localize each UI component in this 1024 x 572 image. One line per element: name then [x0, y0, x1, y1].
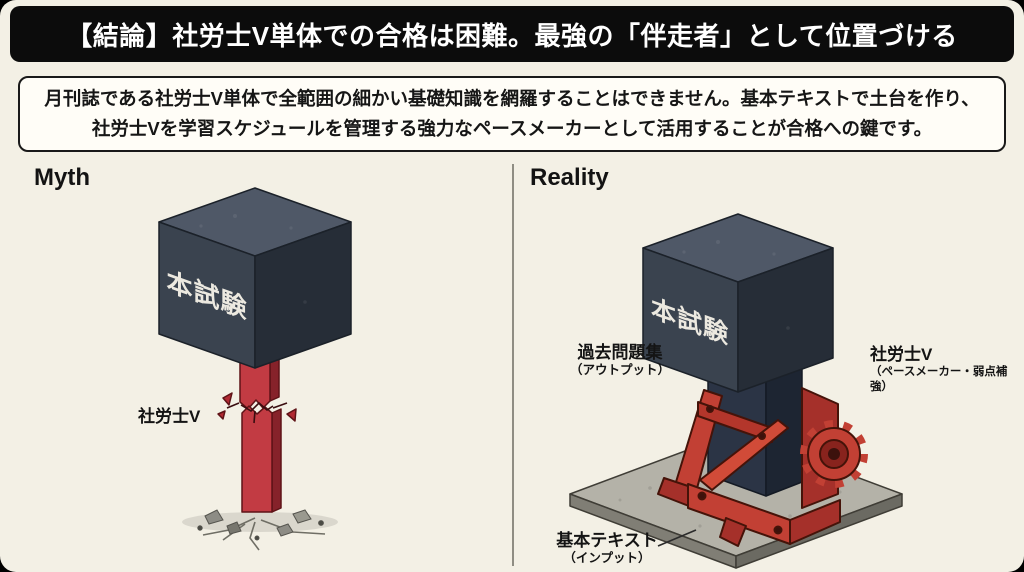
myth-pillar-label-text: 社労士V [138, 407, 201, 426]
header-bar: 【結論】社労士V単体での合格は困難。最強の「伴走者」として位置づける [10, 6, 1014, 62]
past-questions-title: 過去問題集 [577, 343, 663, 362]
myth-heading: Myth [34, 164, 90, 191]
sharoushi-v-label: 社労士V （ペースメーカー・弱点補強） [870, 344, 1020, 394]
past-questions-label: 過去問題集 （アウトプット） [556, 342, 684, 379]
reality-heading: Reality [530, 164, 609, 191]
myth-exam-cube [158, 187, 352, 369]
myth-ground-shadow [182, 512, 338, 532]
sharoushi-v-sub: （ペースメーカー・弱点補強） [870, 366, 1008, 393]
base-text-title: 基本テキスト [556, 531, 658, 550]
base-text-sub: （インプット） [563, 551, 651, 566]
panel-divider [512, 164, 514, 566]
reality-illustration: 本試験 [569, 213, 903, 569]
page-title: 【結論】社労士V単体での合格は困難。最強の「伴走者」として位置づける [66, 20, 958, 51]
past-questions-sub: （アウトプット） [569, 363, 670, 378]
slab-texture [618, 486, 842, 528]
summary-box: 月刊誌である社労士V単体で全範囲の細かい基礎知識を網羅することはできません。基本… [18, 76, 1006, 152]
reality-exam-cube [642, 213, 834, 393]
rubble [197, 509, 324, 541]
summary-line-1: 月刊誌である社労士V単体で全範囲の細かい基礎知識を網羅することはできません。基本… [44, 88, 980, 110]
base-label-pointer [657, 529, 697, 547]
cube-texture [676, 240, 790, 330]
summary-line-2: 社労士Vを学習スケジュールを管理する強力なペースメーカーとして活用することが合格… [91, 118, 933, 139]
cube-texture [193, 214, 307, 304]
pillar-crack [226, 401, 288, 424]
myth-illustration: 本試験 [158, 187, 352, 551]
base-text-label: 基本テキスト （インプット） [548, 530, 666, 567]
sharoushi-v-title: 社労士V [870, 345, 933, 364]
gear-icon [800, 420, 868, 488]
myth-pillar-label: 社労士V [138, 406, 200, 427]
support-frame [657, 387, 841, 547]
myth-red-pillar [217, 356, 297, 513]
